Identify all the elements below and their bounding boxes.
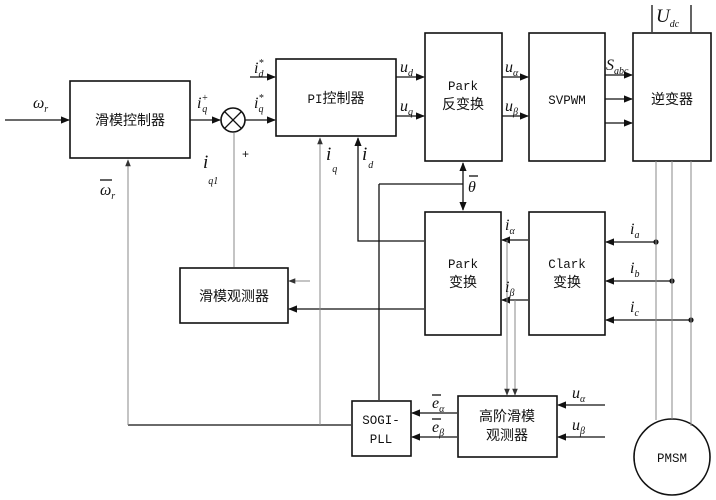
hosmo-label-1: 高阶滑模 [479, 408, 535, 425]
wire-id-feedback [354, 137, 424, 242]
inverse-park-label-2: 反变换 [442, 96, 484, 113]
pi-label-prefix: PI [307, 93, 322, 107]
label-ic: ic [630, 299, 639, 319]
sum-plus-sign: + [242, 147, 249, 161]
label-omega-r: ωr [33, 95, 48, 115]
label-ebeta: eβ [432, 419, 444, 439]
svpwm-block: SVPWM [528, 32, 606, 162]
summing-junction [220, 107, 246, 133]
clark-label-1: Clark [548, 258, 586, 272]
park-label-2: 变换 [449, 274, 477, 291]
pmsm-motor: PMSM [633, 418, 711, 496]
label-id: id [362, 144, 374, 171]
inverter-block: 逆变器 [632, 32, 712, 162]
label-ib: ib [630, 260, 639, 280]
hosmo-label-2: 观测器 [486, 428, 528, 444]
label-iq-ref: i*q [254, 93, 263, 115]
label-id-ref: i*d [254, 58, 264, 80]
label-iq-plus: i+q [197, 93, 208, 115]
label-ibeta: iβ [505, 279, 514, 299]
label-ud: ud [400, 59, 414, 79]
sliding-mode-observer-block: 滑模观测器 [179, 267, 289, 324]
pmsm-label: PMSM [657, 452, 687, 466]
label-theta: θ [468, 179, 476, 196]
label-iq1: iq1 [203, 152, 218, 187]
label-ialpha: iα [505, 217, 515, 237]
label-omega-r-est: ωr [100, 182, 115, 202]
park-transform-block: Park 变换 [424, 211, 502, 336]
label-iq: iq [326, 144, 337, 175]
label-sabc: Sabc [606, 57, 629, 77]
inverse-park-label-1: Park [448, 80, 478, 94]
sogi-pll-block: SOGI- PLL [351, 400, 412, 457]
label-ubeta-in: uβ [572, 417, 585, 437]
label-ubeta: uβ [505, 98, 518, 118]
clark-label-2: 变换 [553, 274, 581, 291]
park-label-1: Park [448, 258, 478, 272]
label-uq: uq [400, 98, 413, 118]
label-ualpha-in: uα [572, 385, 586, 405]
pi-label: PI控制器 [307, 91, 364, 107]
label-ealpha: eα [432, 395, 445, 415]
label-ia: ia [630, 221, 639, 241]
pi-label-suffix: 控制器 [323, 91, 365, 107]
inverse-park-block: Park 反变换 [424, 32, 503, 162]
label-udc: Udc [656, 6, 680, 30]
smc-label: 滑模控制器 [95, 112, 165, 129]
svpwm-label: SVPWM [548, 94, 586, 108]
label-ualpha: uα [505, 59, 519, 79]
clark-transform-block: Clark 变换 [528, 211, 606, 336]
sogi-label-1: SOGI- [362, 414, 400, 428]
high-order-smo-block: 高阶滑模 观测器 [457, 395, 558, 458]
pi-controller-block: PI控制器 [275, 58, 397, 137]
inverter-label: 逆变器 [651, 92, 693, 108]
sogi-label-2: PLL [370, 433, 393, 447]
observer-label: 滑模观测器 [199, 288, 269, 305]
sliding-mode-controller-block: 滑模控制器 [69, 80, 191, 159]
